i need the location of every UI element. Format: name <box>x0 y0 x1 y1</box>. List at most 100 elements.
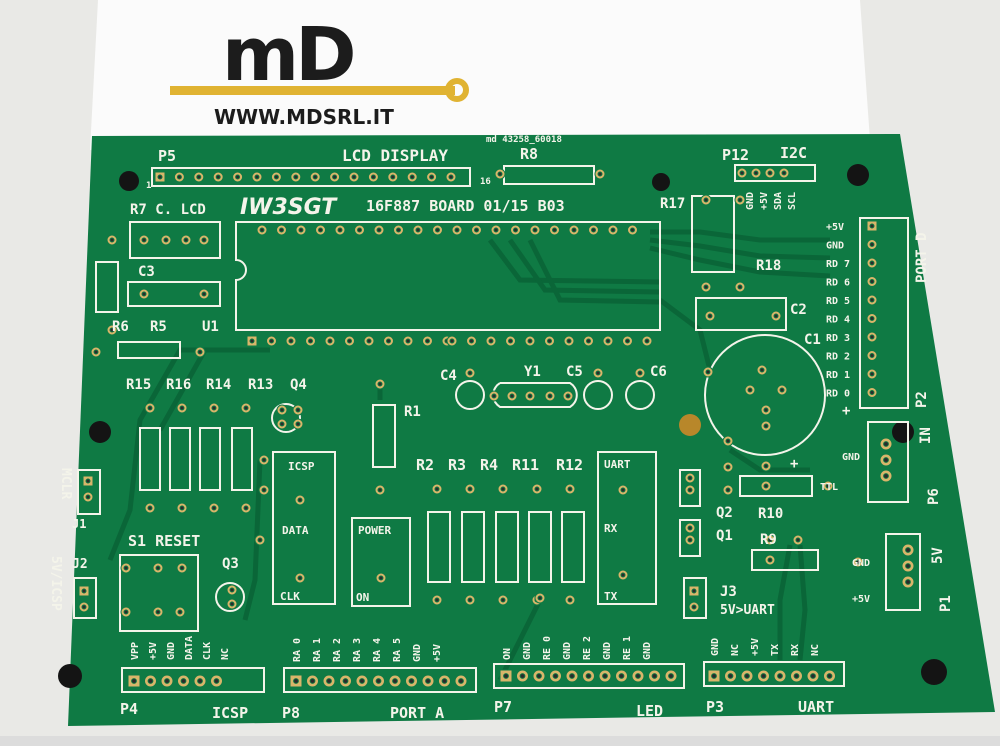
pad-hole <box>707 313 713 319</box>
pad-hole <box>441 678 448 684</box>
label-r6: R6 <box>112 319 129 335</box>
pad-hole <box>147 505 153 511</box>
pad-hole <box>527 338 533 344</box>
pad-hole <box>534 486 540 492</box>
pad-hole <box>467 370 473 376</box>
pad-hole <box>725 487 731 493</box>
port-d-pin-label: RD 6 <box>826 278 850 289</box>
pad-hole <box>610 227 616 233</box>
pad-hole <box>375 678 382 684</box>
pad-hole <box>625 338 630 344</box>
pad-hole <box>243 505 249 511</box>
pad-hole <box>591 227 596 233</box>
label-u1: U1 <box>202 319 219 335</box>
pad-hole <box>201 237 207 243</box>
pad-hole <box>552 227 557 233</box>
pad-hole <box>196 174 202 180</box>
p4-pin-label: +5V <box>148 642 159 660</box>
pad-hole <box>85 478 91 484</box>
pad-hole <box>295 421 301 427</box>
pad-hole <box>458 678 464 684</box>
port-d-pin-label: +5V <box>826 222 844 233</box>
pad-hole <box>687 537 693 543</box>
pad-hole <box>763 463 769 469</box>
label-c5: C5 <box>566 364 583 380</box>
label-r7-clcd: R7 C. LCD <box>130 202 206 218</box>
p7-pin-label: RE 1 <box>622 636 633 660</box>
pad-hole <box>905 563 911 569</box>
pad-hole <box>825 483 831 489</box>
label-c3: C3 <box>138 264 155 280</box>
pad-hole <box>869 223 875 229</box>
pad-hole <box>467 486 473 492</box>
pad-hole <box>141 291 147 297</box>
pad-hole <box>254 174 260 180</box>
pad-hole <box>449 338 455 344</box>
pad-hole <box>312 174 318 180</box>
pad-hole <box>351 174 357 180</box>
logo-brand: mD <box>222 12 353 98</box>
label-port-a: PORT A <box>390 704 444 722</box>
silkscreen-text: md 43258_60018 P5 1 LCD DISPLAY R8 16 P1… <box>48 135 954 722</box>
pad-hole <box>869 353 875 358</box>
pad-hole <box>637 370 643 376</box>
label-p12: P12 <box>722 146 749 164</box>
pad-hole <box>370 174 376 180</box>
pad-hole <box>183 237 189 243</box>
pad-hole <box>687 475 693 481</box>
label-icsp-box: ICSP <box>288 460 315 473</box>
pad-hole <box>318 227 323 233</box>
pad-hole <box>261 487 267 493</box>
pad-hole <box>123 609 129 615</box>
pad-hole <box>123 565 129 571</box>
pad-hole <box>342 678 349 684</box>
pad-hole <box>537 595 543 601</box>
pad-hole <box>259 227 265 233</box>
pad-hole <box>585 673 592 679</box>
p8-pin-label: RA 3 <box>352 638 363 662</box>
label-lcd-display: LCD DISPLAY <box>342 146 448 165</box>
pad-hole <box>211 405 217 411</box>
p7-pin-label: RE 0 <box>542 636 553 660</box>
label-i2c: I2C <box>780 144 807 162</box>
pad-hole <box>297 575 303 581</box>
pad-hole <box>547 393 553 399</box>
pad-hole <box>605 338 611 344</box>
pad-hole <box>618 673 625 679</box>
p8-pin-label: RA 5 <box>392 638 403 662</box>
pad-hole <box>602 673 608 679</box>
pad-hole <box>620 487 626 493</box>
pad-hole <box>85 494 91 500</box>
label-data: DATA <box>282 524 309 537</box>
pad-hole <box>81 588 87 594</box>
port-d-pin-label: RD 1 <box>826 370 850 381</box>
pad-hole <box>763 407 769 413</box>
port-d-pin-label: RD 4 <box>826 315 850 326</box>
label-r13: R13 <box>248 377 273 393</box>
label-ttl: TTL <box>820 482 838 493</box>
pad-hole <box>147 678 154 684</box>
pad-hole <box>279 227 284 233</box>
label-uart-box: UART <box>604 458 631 471</box>
p3-pin-label: GND <box>710 638 721 656</box>
label-r8: R8 <box>520 145 538 163</box>
port-d-pin-label: RD 2 <box>826 352 850 363</box>
label-5v: 5V <box>930 547 946 564</box>
pad-hole <box>141 237 147 243</box>
p7-pin-label: GND <box>522 642 533 660</box>
pad-hole <box>308 338 313 344</box>
pad-hole <box>392 678 398 684</box>
pad-hole <box>668 673 674 679</box>
label-c4: C4 <box>440 368 457 384</box>
label-r2: R2 <box>416 456 434 474</box>
pad-hole <box>567 597 573 603</box>
label-r14: R14 <box>206 377 231 393</box>
label-led: LED <box>636 702 663 720</box>
pad-hole <box>261 457 267 463</box>
pad-hole <box>408 678 415 684</box>
pad-hole <box>527 393 533 399</box>
pad-hole <box>795 537 801 543</box>
pad-hole <box>378 575 384 581</box>
pad-hole <box>500 486 506 492</box>
label-r8-pin16: 16 <box>480 177 491 187</box>
